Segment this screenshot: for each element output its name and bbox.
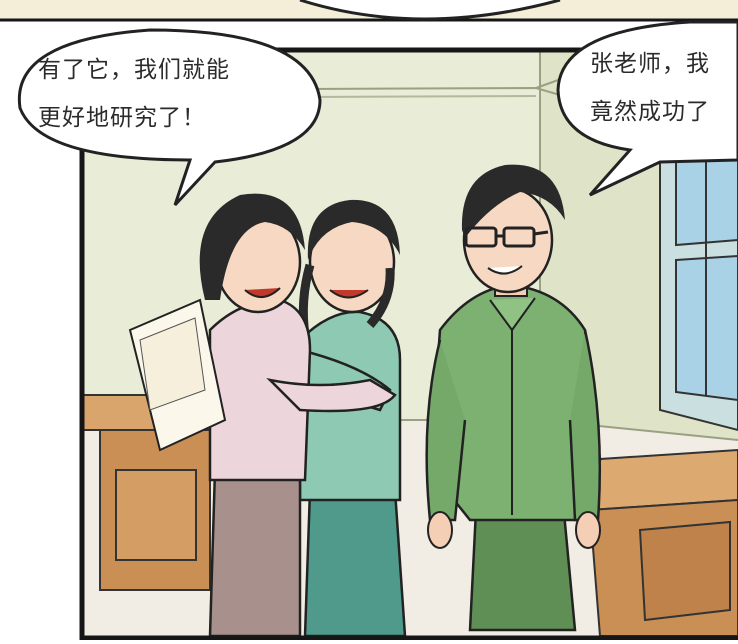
glasses-icon [464,226,549,248]
panel-border [79,47,738,641]
woman-figure [128,193,397,638]
paper-sheet-icon [128,298,227,452]
speech-bubble-right [556,20,738,197]
left-bubble-line1: 有了它，我们就能 [38,57,230,83]
right-bubble-line2: 竟然成功了 [590,99,710,125]
left-bubble-line2: 更好地研究了！ [38,105,206,131]
right-desk [583,448,738,637]
top-panel [0,0,738,22]
right-bubble-line1: 张老师，我 [590,51,710,77]
teacher-figure [425,164,602,632]
speech-bubble-left [17,28,322,207]
